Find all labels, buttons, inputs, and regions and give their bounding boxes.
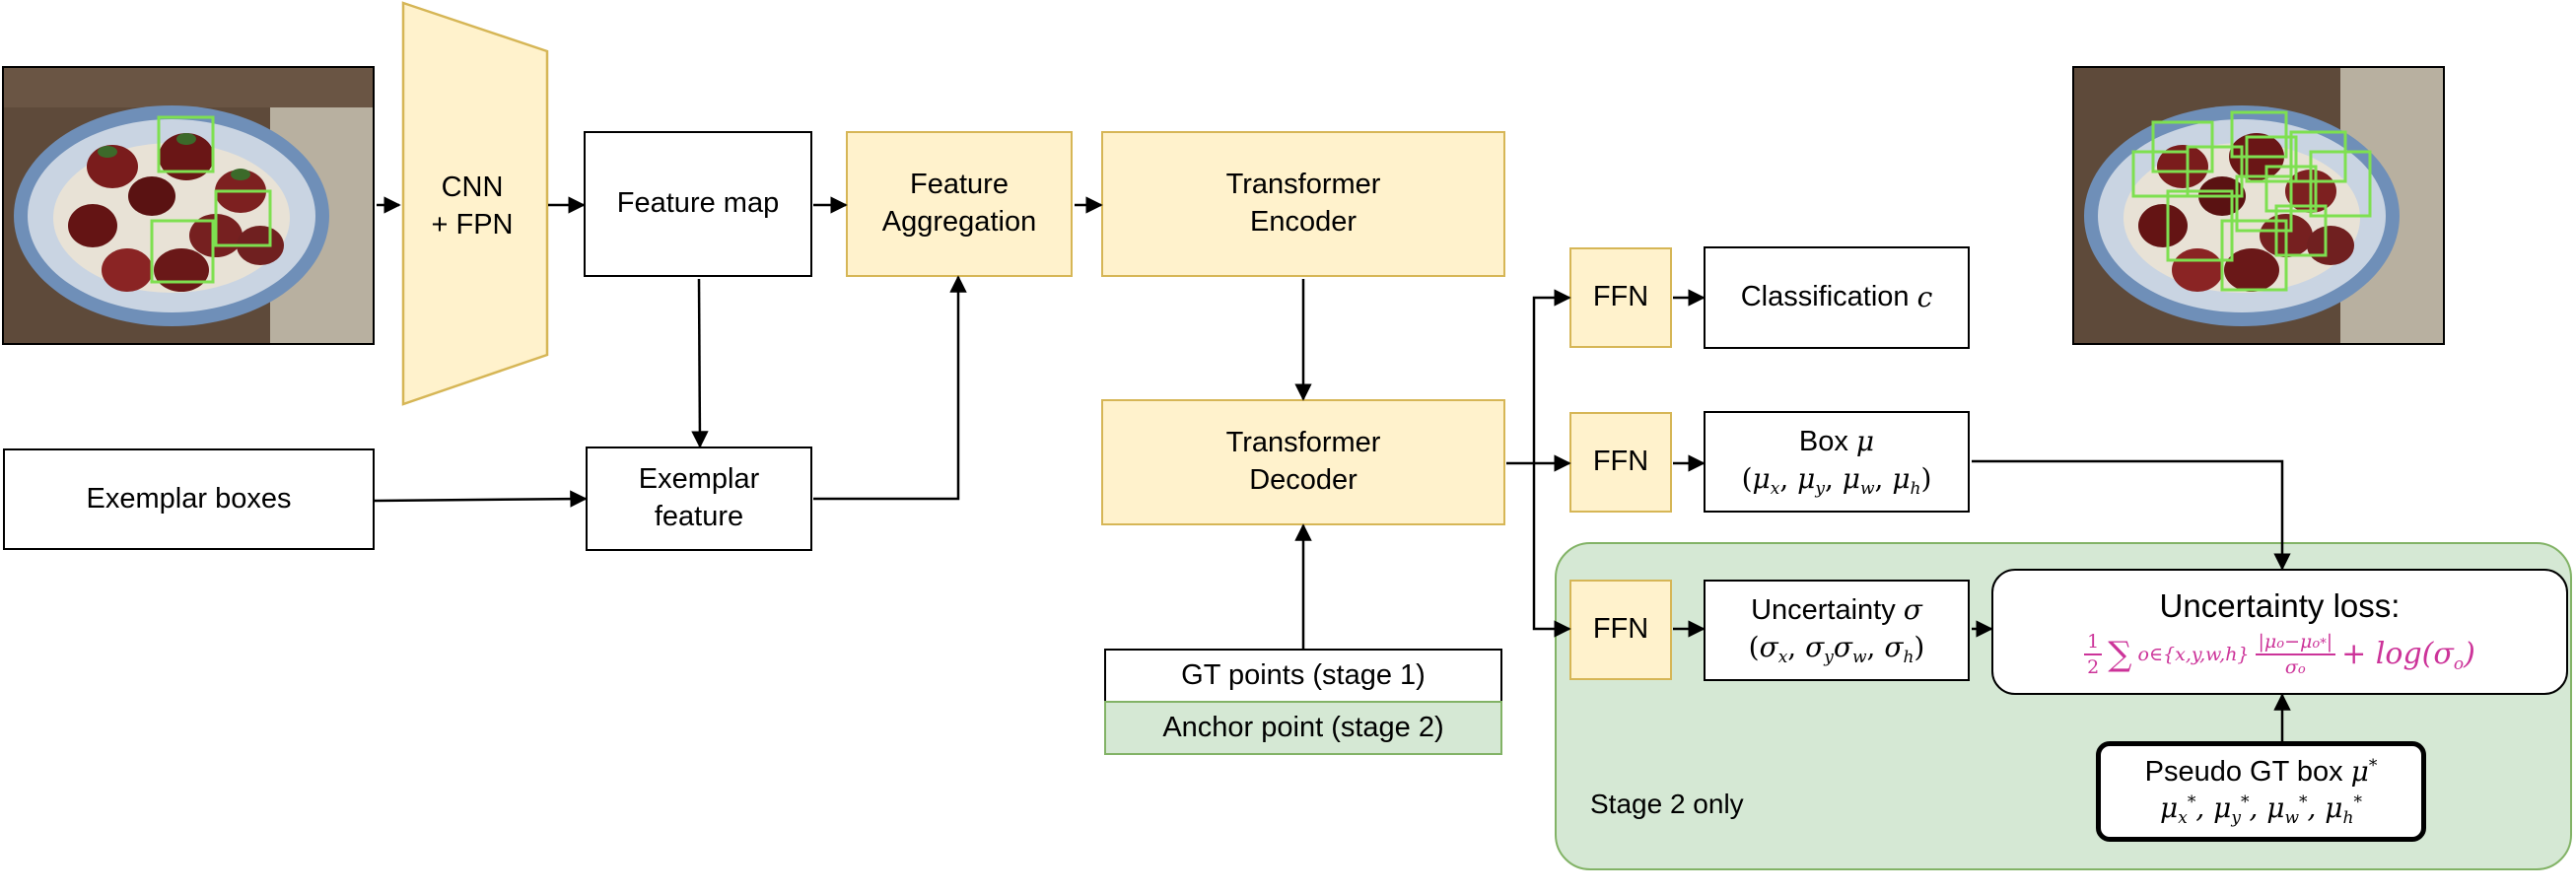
transformer-encoder-node: Transformer Encoder	[1101, 131, 1505, 277]
feature-aggregation-line-1: Feature	[910, 169, 1009, 201]
exemplar-boxes-label: Exemplar boxes	[86, 482, 292, 515]
exemplar-box-3	[150, 219, 215, 284]
exemplar-feature-node: Exemplar feature	[586, 447, 812, 551]
uncertainty-output-symbol: σ	[1903, 593, 1922, 627]
ffn-label: FFN	[1592, 446, 1649, 478]
cnn-fpn-label: CNN + FPN	[403, 168, 541, 246]
transformer-decoder-line-1: Transformer	[1225, 427, 1381, 459]
anchor-point-node: Anchor point (stage 2)	[1104, 701, 1502, 755]
pseudo-gt-box-params: μx*, μy*, μw*, μh*	[2160, 791, 2362, 829]
classification-label: Classification	[1740, 281, 1910, 313]
transformer-encoder-line-1: Transformer	[1225, 169, 1381, 201]
arrow-exemplar-to-aggregation	[813, 275, 967, 501]
arrow-exemplar-boxes-to-feature	[374, 490, 588, 508]
output-image-graphic	[2074, 68, 2443, 343]
ffn-box-node: FFN	[1569, 412, 1672, 513]
exemplar-box-1	[157, 115, 215, 173]
exemplar-feature-line-1: Exemplar	[638, 463, 760, 496]
arrow-feature-map-to-exemplar	[691, 278, 709, 448]
ffn-label: FFN	[1592, 613, 1649, 646]
exemplar-box-2	[214, 189, 272, 247]
arrow-decoder-to-ffn-class	[1532, 289, 1571, 463]
anchor-point-label: Anchor point (stage 2)	[1162, 711, 1444, 743]
exemplar-feature-line-2: feature	[654, 501, 744, 532]
cnn-fpn-line-2: + FPN	[431, 209, 514, 241]
detection-boxes	[2131, 110, 2372, 292]
box-output-symbol: μ	[1855, 425, 1875, 458]
exemplar-boxes-node: Exemplar boxes	[3, 448, 375, 550]
input-image	[2, 66, 375, 345]
uncertainty-loss-title: Uncertainty loss:	[2159, 586, 2401, 624]
ffn-label: FFN	[1592, 281, 1649, 313]
classification-symbol: c	[1916, 280, 1933, 313]
ffn-classification-node: FFN	[1569, 247, 1672, 348]
uncertainty-output-label: Uncertainty	[1751, 594, 1896, 627]
box-output-label: Box	[1798, 426, 1848, 458]
box-output-node: Box μ (μx, μy, μw, μh)	[1704, 411, 1970, 513]
pseudo-gt-box-symbol: μ*	[2350, 754, 2378, 788]
pseudo-gt-box-node: Pseudo GT box μ* μx*, μy*, μw*, μh*	[2096, 741, 2426, 842]
stage2-label: Stage 2 only	[1590, 789, 1744, 819]
gt-points-label: GT points (stage 1)	[1181, 658, 1426, 691]
output-image	[2072, 66, 2445, 345]
transformer-decoder-line-2: Decoder	[1249, 464, 1358, 496]
cnn-fpn-line-1: CNN	[441, 172, 504, 204]
input-image-graphic	[4, 68, 373, 343]
pseudo-gt-box-label: Pseudo GT box	[2144, 755, 2343, 788]
feature-map-label: Feature map	[616, 187, 780, 220]
classification-node: Classification c	[1704, 246, 1970, 349]
feature-aggregation-node: Feature Aggregation	[846, 131, 1073, 277]
arrow-box-to-loss	[1972, 459, 2291, 571]
feature-map-node: Feature map	[584, 131, 812, 277]
transformer-encoder-line-2: Encoder	[1249, 206, 1357, 238]
transformer-decoder-node: Transformer Decoder	[1101, 399, 1505, 525]
feature-aggregation-line-2: Aggregation	[881, 206, 1037, 238]
uncertainty-output-params: (σx, σyσw, σh)	[1748, 630, 1925, 667]
box-output-params: (μx, μy, μw, μh)	[1741, 461, 1932, 499]
arrow-decoder-to-ffn-unc	[1532, 463, 1571, 638]
cnn-fpn-block	[401, 1, 549, 406]
ffn-uncertainty-node: FFN	[1569, 580, 1672, 680]
